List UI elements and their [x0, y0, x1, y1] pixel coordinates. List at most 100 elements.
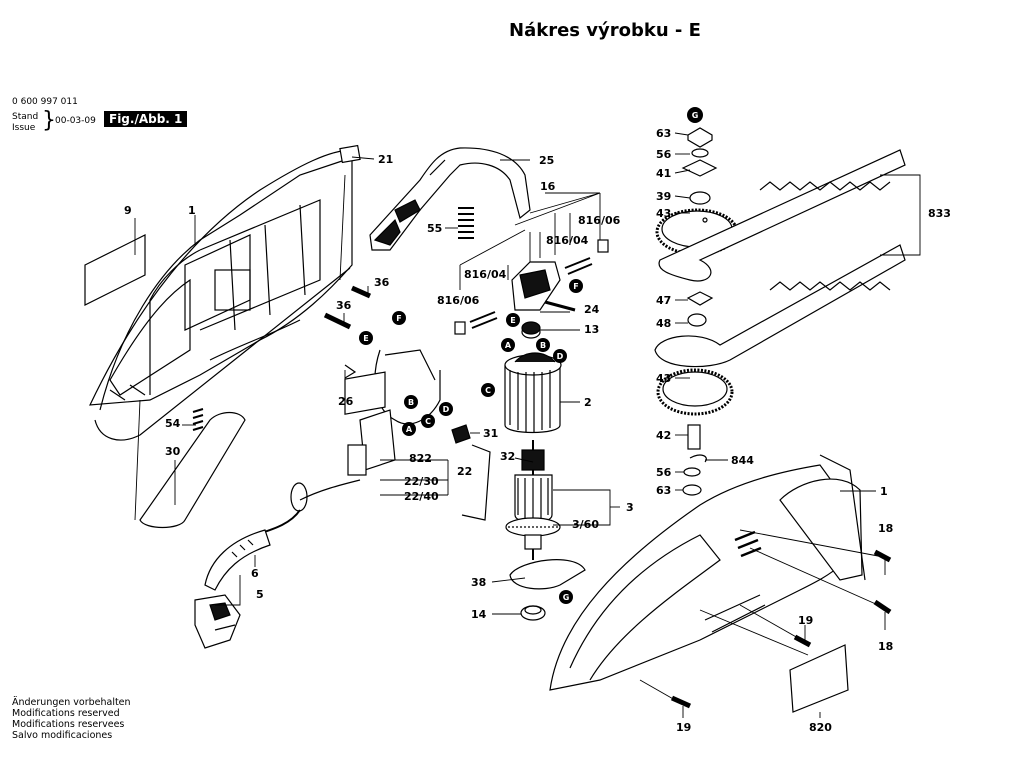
modification-notes: Änderungen vorbehalten Modifications res…: [12, 697, 131, 741]
part-label: 32: [500, 450, 515, 463]
part-label: 816/06: [578, 214, 621, 227]
part-label: 39: [656, 190, 671, 203]
part-label: 1: [188, 204, 196, 217]
part-label: 48: [656, 317, 671, 330]
part-label: 56: [656, 466, 672, 479]
part-label: 14: [471, 608, 487, 621]
part-label: 36: [336, 299, 352, 312]
part-label: 1: [880, 485, 888, 498]
part-label: 822: [409, 452, 432, 465]
gear-stack-drawing: [654, 127, 906, 496]
part-label: 22/40: [404, 490, 439, 503]
cord-drawing: [204, 482, 308, 591]
connector-marker-icon: [439, 402, 453, 416]
connector-label: G: [692, 111, 699, 120]
part-label: 816/04: [546, 234, 589, 247]
pin-36-drawing: [323, 312, 352, 330]
guard-30-drawing: [139, 411, 246, 529]
part-label: 38: [471, 576, 486, 589]
page-title: Nákres výrobku - E: [509, 20, 701, 41]
part-label: 41: [656, 167, 671, 180]
part-labels: 21 25 16 9 1 55 816/06 816/04 816/04 816…: [124, 127, 951, 734]
part-label: 833: [928, 207, 951, 220]
part-label: 816/04: [464, 268, 507, 281]
washer-14-drawing: [520, 605, 546, 621]
part-label: 43: [656, 207, 671, 220]
part-label: 21: [378, 153, 393, 166]
part-label: 36: [374, 276, 390, 289]
connector-marker-icon: [359, 331, 373, 345]
screw-19-drawing: [793, 634, 812, 648]
part-label: 24: [584, 303, 600, 316]
connector-marker-icon: [402, 422, 416, 436]
part-label: 22: [457, 465, 472, 478]
part-label: 47: [656, 294, 671, 307]
washer-14-inner: [524, 605, 542, 615]
connector-markers: E F E F A B D C B C D A G G: [359, 107, 703, 604]
note-line: Modifications reserved: [12, 708, 120, 719]
screw-18-drawing: [873, 599, 892, 615]
plug-5-drawing: [194, 594, 241, 649]
part-number: 0 600 997 011: [12, 97, 78, 107]
part-label: 63: [656, 127, 671, 140]
rod-32-drawing: [461, 444, 491, 521]
connector-marker-icon: [687, 107, 703, 123]
part-label: 3/60: [572, 518, 599, 531]
connector-marker-icon: [506, 313, 520, 327]
connector-marker-icon: [501, 338, 515, 352]
note-line: Änderungen vorbehalten: [12, 697, 131, 708]
connector-marker-icon: [404, 395, 418, 409]
part-label: 31: [483, 427, 498, 440]
note-line: Salvo modificaciones: [12, 730, 113, 741]
part-label: 54: [165, 417, 181, 430]
connector-marker-icon: [481, 383, 495, 397]
connector-marker-icon: [553, 349, 567, 363]
connector-marker-icon: [392, 311, 406, 325]
part-label: 9: [124, 204, 132, 217]
connector-label: B: [540, 341, 546, 350]
part-label: 63: [656, 484, 671, 497]
part-label: 18: [878, 522, 893, 535]
part-label: 2: [584, 396, 592, 409]
leader-lines: [134, 132, 921, 718]
eccentric-38-drawing: [509, 559, 586, 590]
connector-marker-icon: [569, 279, 583, 293]
screw-18-drawing: [873, 549, 892, 563]
part-label: 26: [338, 395, 354, 408]
right-housing-drawing: [549, 454, 866, 691]
part-label: 6: [251, 567, 259, 580]
connector-label: C: [425, 417, 431, 426]
connector-marker-icon: [421, 414, 435, 428]
part-label: 55: [427, 222, 442, 235]
connector-label: F: [573, 282, 578, 291]
label-plate-9-drawing: [84, 234, 146, 306]
part-label: 22/30: [404, 475, 439, 488]
left-housing-drawing: [89, 149, 353, 441]
connector-label: D: [443, 405, 450, 414]
part-label: 43: [656, 372, 671, 385]
connector-label: B: [408, 398, 414, 407]
part-label: 5: [256, 588, 264, 601]
connector-marker-icon: [559, 590, 573, 604]
spring-54-drawing: [192, 408, 204, 431]
connector-label: E: [510, 316, 515, 325]
stand-label: Stand: [12, 112, 39, 122]
part-21-drawing: [339, 144, 361, 164]
connector-label: A: [406, 425, 413, 434]
connector-label: D: [557, 352, 564, 361]
wiring-harness-drawing: [299, 349, 441, 501]
handle-drawing: [369, 147, 531, 251]
armature-drawing: [505, 440, 561, 560]
connector-label: F: [396, 314, 401, 323]
connector-label: C: [485, 386, 491, 395]
part-label: 18: [878, 640, 893, 653]
part-label: 844: [731, 454, 754, 467]
part-label: 19: [676, 721, 691, 734]
issue-label: Issue: [12, 123, 36, 133]
spring-55-drawing: [458, 207, 474, 239]
connector-label: G: [563, 593, 570, 602]
label-plate-820-drawing: [789, 644, 849, 713]
screw-19-drawing: [670, 695, 692, 709]
stator-drawing: [504, 352, 562, 434]
pin-36-drawing: [350, 285, 372, 299]
